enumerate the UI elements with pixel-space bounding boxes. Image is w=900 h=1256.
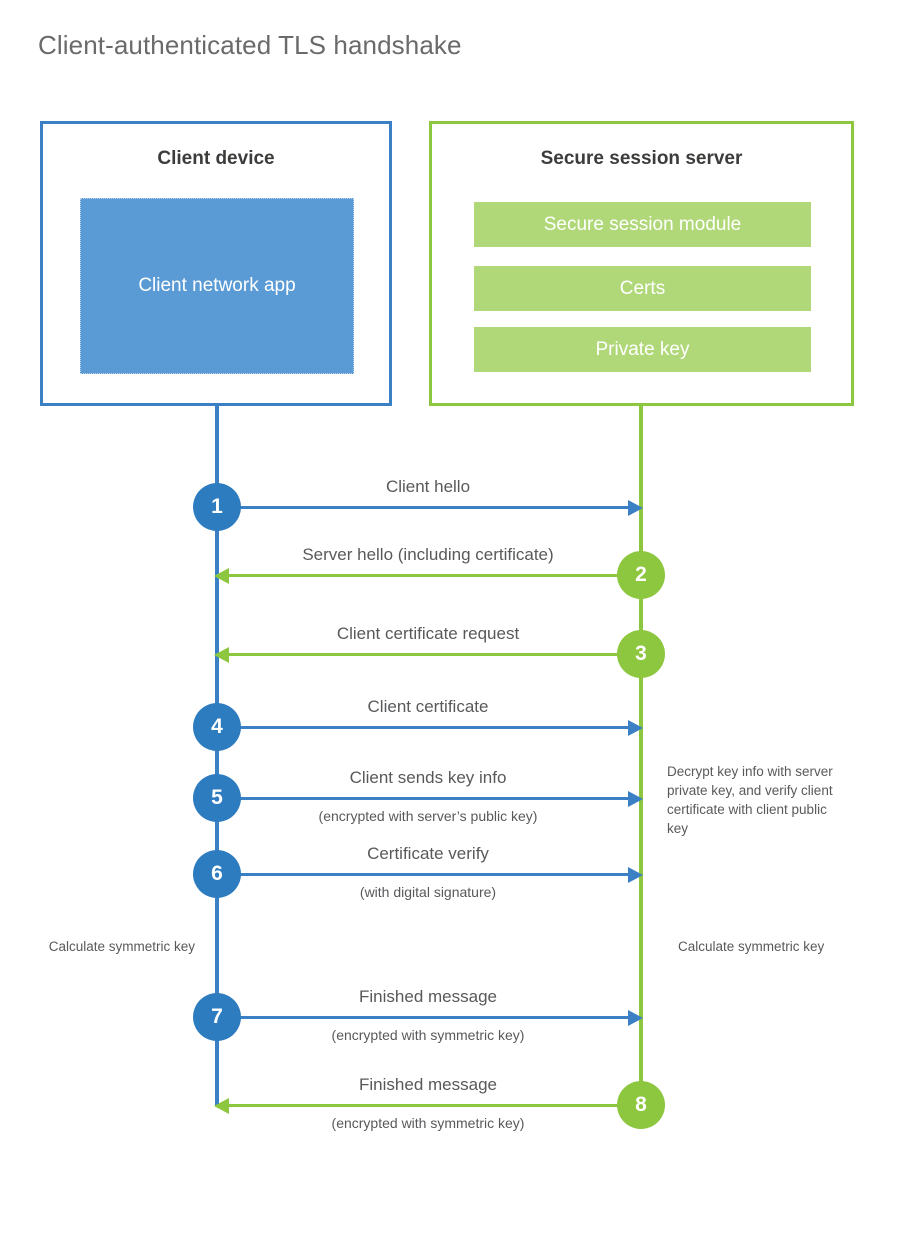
arrow-left-icon-2 — [214, 568, 229, 584]
arrow-right-icon-4 — [628, 720, 643, 736]
server-component-certs: Certs — [474, 266, 811, 311]
page-title: Client-authenticated TLS handshake — [38, 30, 462, 60]
secure-session-server-box: Secure session server Secure session mod… — [429, 121, 854, 406]
annotation-decrypt-key-info: Decrypt key info with server private key… — [667, 764, 833, 837]
secure-session-server-title: Secure session server — [540, 148, 743, 169]
message-label-2: Server hello (including certificate) — [302, 545, 554, 564]
message-line-8 — [217, 1104, 639, 1107]
server-component-secure-session-module: Secure session module — [474, 202, 811, 247]
client-network-app-block: Client network app — [80, 198, 354, 374]
message-line-1 — [217, 506, 639, 509]
server-component-private-key: Private key — [474, 327, 811, 372]
annotation-calculate-symmetric-key-client: Calculate symmetric key — [48, 939, 195, 954]
annotation-calculate-symmetric-key-server: Calculate symmetric key — [678, 939, 825, 954]
message-sublabel-8: (encrypted with symmetric key) — [331, 1115, 525, 1131]
message-line-6 — [217, 873, 639, 876]
message-label-1: Client hello — [385, 477, 471, 496]
step-number-badge-7[interactable]: 7 — [193, 993, 241, 1041]
message-line-7 — [217, 1016, 639, 1019]
message-label-7: Finished message — [359, 987, 497, 1006]
message-sublabel-5: (encrypted with server’s public key) — [318, 808, 538, 824]
arrow-right-icon-5 — [628, 791, 643, 807]
arrow-right-icon-7 — [628, 1010, 643, 1026]
client-lifeline — [215, 406, 219, 1106]
step-number-badge-6[interactable]: 6 — [193, 850, 241, 898]
message-line-5 — [217, 797, 639, 800]
server-lifeline — [639, 406, 643, 1106]
message-label-4: Client certificate — [367, 697, 489, 716]
message-label-3: Client certificate request — [336, 624, 520, 643]
step-number-badge-1[interactable]: 1 — [193, 483, 241, 531]
step-number-badge-2[interactable]: 2 — [617, 551, 665, 599]
message-label-5: Client sends key info — [349, 768, 507, 787]
message-line-3 — [217, 653, 639, 656]
arrow-right-icon-1 — [628, 500, 643, 516]
arrow-right-icon-6 — [628, 867, 643, 883]
message-line-2 — [217, 574, 639, 577]
message-sublabel-6: (with digital signature) — [359, 884, 497, 900]
step-number-badge-3[interactable]: 3 — [617, 630, 665, 678]
client-device-box: Client device Client network app — [40, 121, 392, 406]
client-device-title: Client device — [157, 148, 275, 169]
arrow-left-icon-8 — [214, 1098, 229, 1114]
step-number-badge-8[interactable]: 8 — [617, 1081, 665, 1129]
message-sublabel-7: (encrypted with symmetric key) — [331, 1027, 525, 1043]
message-label-8: Finished message — [359, 1075, 497, 1094]
step-number-badge-5[interactable]: 5 — [193, 774, 241, 822]
step-number-badge-4[interactable]: 4 — [193, 703, 241, 751]
message-line-4 — [217, 726, 639, 729]
arrow-left-icon-3 — [214, 647, 229, 663]
message-label-6: Certificate verify — [367, 844, 489, 863]
